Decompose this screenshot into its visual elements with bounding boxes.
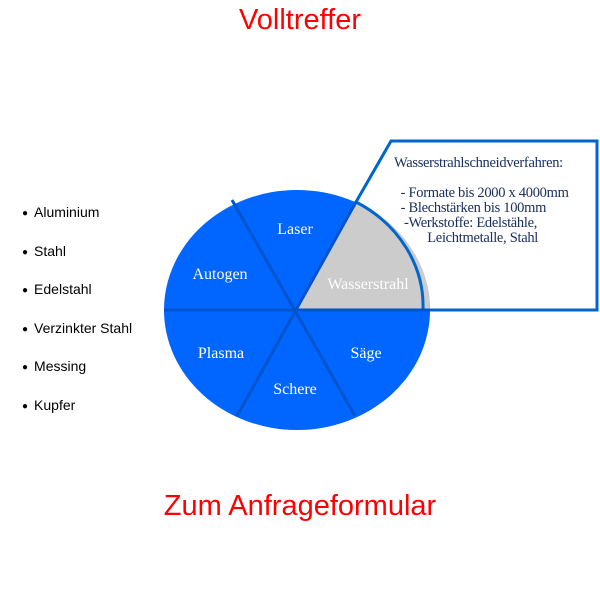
callout-text: Wasserstrahlschneidverfahren: - Formate … [394,156,569,246]
list-item: Aluminium [22,204,132,243]
inquiry-form-link[interactable]: Zum Anfrageformular [163,490,437,522]
segment-autogen[interactable]: Autogen [192,266,247,283]
callout-line: - Formate bis 2000 x 4000mm [394,185,569,201]
page-title: Volltreffer [239,4,361,36]
segment-wasserstrahl-edge [355,200,425,311]
materials-list: Aluminium Stahl Edelstahl Verzinkter Sta… [22,204,132,435]
callout-heading: Wasserstrahlschneidverfahren: [394,155,563,171]
list-item: Verzinkter Stahl [22,320,132,359]
segment-saege[interactable]: Säge [350,345,381,362]
callout-line: - Blechstärken bis 100mm [394,200,547,216]
callout-line: -Werkstoffe: Edelstähle, [394,215,538,231]
segment-plasma[interactable]: Plasma [198,345,244,362]
list-item: Edelstahl [22,281,132,320]
segment-wasserstrahl-label[interactable]: Wasserstrahl [327,276,409,293]
segment-schere[interactable]: Schere [273,381,317,398]
segment-wasserstrahl[interactable] [297,202,431,310]
list-item: Messing [22,358,132,397]
callout-line: Leichtmetalle, Stahl [394,230,539,246]
segment-dividers [164,199,430,417]
segment-laser[interactable]: Laser [277,221,313,238]
list-item: Kupfer [22,397,132,436]
list-item: Stahl [22,243,132,282]
